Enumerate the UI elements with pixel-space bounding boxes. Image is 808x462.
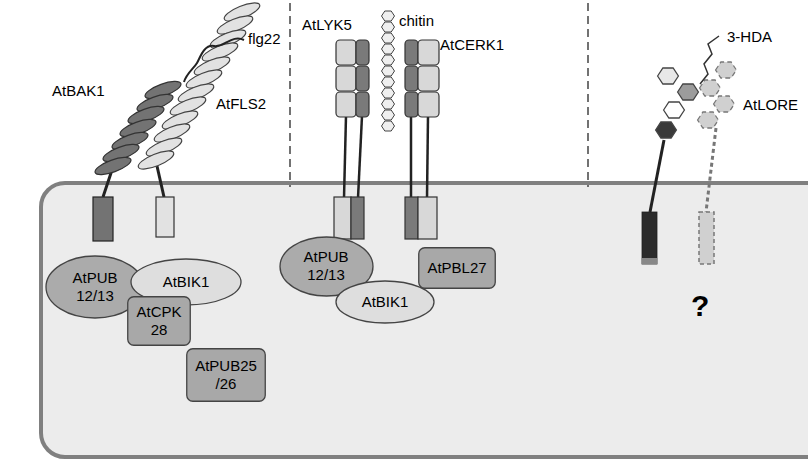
chitin-receptors xyxy=(334,197,351,239)
chitin-receptors xyxy=(356,92,369,117)
chitin-receptors xyxy=(418,197,437,239)
chitin-chain xyxy=(382,88,395,98)
receptor-label-holder: AtCERK1 xyxy=(440,36,504,54)
receptor-label: AtCERK1 xyxy=(440,36,504,53)
chitin-chain xyxy=(382,77,395,87)
lore-partner-dashed xyxy=(706,128,716,212)
ubiquitin-ligase-box: AtPUB25 /26 xyxy=(186,348,266,402)
chitin-chain xyxy=(382,33,395,43)
fls2-receptor xyxy=(136,0,262,237)
panel-divider xyxy=(587,3,589,187)
node-label: AtPBL27 xyxy=(427,259,486,277)
kinase-box-outline xyxy=(128,297,191,346)
node-label: AtPUB25 /26 xyxy=(193,357,259,393)
chitin-chain xyxy=(382,121,395,131)
fls2-receptor xyxy=(156,197,174,237)
node-label: AtPUB 12/13 xyxy=(297,248,355,284)
chitin-receptors xyxy=(410,116,413,198)
chitin-receptors xyxy=(336,40,356,65)
chitin-receptors xyxy=(427,116,428,198)
bak1-receptor xyxy=(93,154,133,178)
chitin-receptors xyxy=(336,66,356,91)
chitin-receptors xyxy=(344,116,346,198)
receptor-label: AtFLS2 xyxy=(216,95,266,112)
chitin-receptors xyxy=(405,66,418,91)
peptide-label: flg22 xyxy=(248,30,281,47)
lore-receptor xyxy=(678,84,699,100)
lore-partner-dashed xyxy=(698,112,719,128)
chitin-receptors xyxy=(418,40,439,65)
chitin-receptors xyxy=(418,66,439,91)
receptor-label-holder: AtLORE xyxy=(743,96,798,114)
chitin-chain xyxy=(382,110,395,120)
lore-partner-dashed xyxy=(698,62,737,264)
panel-divider xyxy=(289,3,291,187)
chitin-receptors xyxy=(344,116,428,198)
peptide-label-holder: flg22 xyxy=(248,30,281,48)
lore-receptor xyxy=(656,122,677,138)
receptor-label: AtBAK1 xyxy=(52,82,105,99)
lore-partner-dashed xyxy=(716,62,737,78)
lore-partner-dashed xyxy=(714,96,735,112)
receptor-label-holder: AtLYK5 xyxy=(302,16,352,34)
chitin-chain xyxy=(382,55,395,65)
receptor-label: AtLYK5 xyxy=(302,16,352,33)
node-label: AtBIK1 xyxy=(163,273,210,291)
bak1-receptor xyxy=(93,78,183,241)
lore-receptor xyxy=(642,212,657,264)
chitin-chain xyxy=(382,11,395,131)
receptor-label-holder: AtBAK1 xyxy=(52,82,105,100)
lore-receptor xyxy=(650,140,664,212)
ubiquitin-ligase-box-outline xyxy=(187,349,266,402)
chitin-receptors xyxy=(358,116,362,198)
fls2-receptor xyxy=(157,166,164,197)
ligand-label: 3-HDA xyxy=(727,28,772,45)
node-label: AtPUB 12/13 xyxy=(66,269,124,305)
unknown-mark: ? xyxy=(691,289,709,322)
chitin-receptors xyxy=(351,197,364,239)
receptor-label-holder: AtFLS2 xyxy=(216,95,266,113)
lore-receptor xyxy=(664,102,685,118)
panel-divider xyxy=(290,3,588,187)
chitin-receptors xyxy=(334,40,439,239)
chitin-chain xyxy=(382,44,395,54)
lore-receptor xyxy=(642,258,657,264)
chitin-chain xyxy=(382,22,395,32)
kinase-box: AtPBL27 xyxy=(418,247,496,289)
lore-receptor xyxy=(658,68,679,84)
lore-partner-dashed xyxy=(699,212,714,264)
plant-cell xyxy=(41,183,808,457)
kinase-box-outline xyxy=(419,248,496,289)
lore-partner-dashed xyxy=(700,80,721,96)
bak1-receptor xyxy=(93,197,113,241)
node-label: AtBIK1 xyxy=(362,293,409,311)
chitin-chain xyxy=(382,11,395,21)
chitin-receptors xyxy=(405,92,418,117)
chitin-receptors xyxy=(405,40,418,65)
kinase-box: AtCPK 28 xyxy=(127,296,191,346)
chitin-receptors xyxy=(405,197,418,239)
fls2-receptor xyxy=(136,147,176,172)
flg22-peptide xyxy=(184,38,244,82)
lore-receptor xyxy=(642,68,698,264)
chitin-receptors xyxy=(356,40,369,65)
kinase-oval-outline xyxy=(336,281,434,323)
ligand-label-holder: chitin xyxy=(399,12,434,30)
chitin-receptors xyxy=(356,66,369,91)
chitin-receptors xyxy=(418,92,439,117)
ligand-label: chitin xyxy=(399,12,434,29)
chitin-chain xyxy=(382,66,395,76)
chitin-chain xyxy=(382,99,395,109)
chitin-receptors xyxy=(336,92,356,117)
3-hda-molecule xyxy=(700,36,719,84)
receptor-label: AtLORE xyxy=(743,96,798,113)
node-label: AtCPK 28 xyxy=(134,303,184,339)
unknown-mark-holder: ? xyxy=(691,288,709,324)
ligand-label-holder: 3-HDA xyxy=(727,28,772,46)
